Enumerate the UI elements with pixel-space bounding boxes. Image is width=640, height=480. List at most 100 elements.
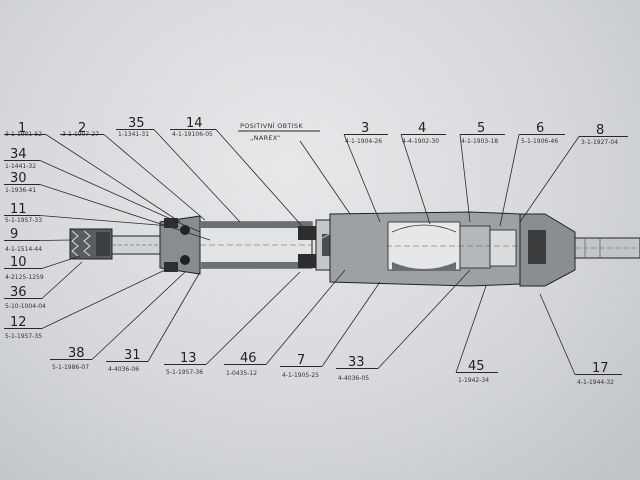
callout-number: 12 <box>10 315 27 330</box>
callout-34: 341-1441-32 <box>4 147 201 233</box>
callout-number: 4 <box>418 121 426 136</box>
callout-leader <box>321 281 381 367</box>
callout-part-code: 5-1-1957-33 <box>5 217 42 224</box>
callout-part-code: 5-1-1957-35 <box>5 333 42 340</box>
callout-part-code: 1-1441-32 <box>5 163 36 170</box>
callout-leader <box>39 160 201 233</box>
callout-leader <box>499 134 520 227</box>
callout-4: 4 4-4-1902-30 <box>400 121 446 225</box>
callout-number: 35 <box>128 116 145 131</box>
callout-leader <box>39 184 211 241</box>
callout-number: 33 <box>348 355 365 370</box>
callout-number: 36 <box>10 285 27 300</box>
callout-leader <box>215 129 303 227</box>
callout-number: 5 <box>477 121 485 136</box>
callout-part-code: 4-1-1944-32 <box>577 379 614 386</box>
callout-leader <box>153 129 241 223</box>
callout-number: 1 <box>18 121 26 136</box>
callout-leader <box>265 269 346 365</box>
callout-number: 14 <box>186 116 203 131</box>
callout-part-code: 1-1936-41 <box>5 187 36 194</box>
rear-housing <box>519 213 640 287</box>
callout-number: 38 <box>68 346 85 361</box>
callout-number: 8 <box>596 123 604 138</box>
callout-leader <box>459 134 471 223</box>
callout-33: 33 4-4036-05 <box>336 269 471 382</box>
callout-number: 11 <box>10 202 27 217</box>
callout-part-code: 1-1942-34 <box>458 377 489 384</box>
callout-14: 144-1-19106-05 <box>170 116 303 227</box>
callout-9: 9 4-1-1514-44 <box>4 227 73 253</box>
callout-number: 34 <box>10 147 27 162</box>
callout-part-code: 4-1-1903-18 <box>461 138 498 145</box>
callout-number: 17 <box>592 361 609 376</box>
logo-caption: POSITIVNÍ OBTISK „NAREX“ <box>238 121 351 215</box>
callout-part-code: 4-4-1902-30 <box>402 138 439 145</box>
callout-2: 23-1-1907-27 <box>60 121 206 221</box>
callout-part-code: 1-1341-31 <box>118 131 149 138</box>
callout-part-code: 3-1-1927-04 <box>581 139 618 146</box>
callout-number: 46 <box>240 351 257 366</box>
callout-8: 83-1-1927-04 <box>519 123 628 223</box>
collet-chuck <box>69 228 161 260</box>
callout-part-code: 5-10-1004-04 <box>5 303 46 310</box>
callout-part-code: 5-1-1986-07 <box>52 364 89 371</box>
callout-number: 3 <box>361 121 369 136</box>
callout-leader <box>91 271 186 360</box>
callout-31: 314-4036-06 <box>106 271 201 373</box>
callout-part-code: 3-1-1907-27 <box>62 131 99 138</box>
callout-leader <box>343 134 381 223</box>
callout-number: 10 <box>10 255 27 270</box>
callout-46: 46 1-0435-12 <box>224 269 346 377</box>
callout-number: 31 <box>124 348 141 363</box>
callout-number: 30 <box>10 171 27 186</box>
callout-leader <box>455 285 487 373</box>
callout-number: 2 <box>78 121 86 136</box>
callout-leader <box>205 271 301 365</box>
callout-part-code: 5-1-1906-46 <box>521 138 558 145</box>
callout-5: 5 4-1-1903-18 <box>459 121 505 223</box>
callout-leader <box>39 215 171 227</box>
callout-number: 45 <box>468 359 485 374</box>
callout-number: 7 <box>297 353 305 368</box>
callout-leader <box>45 134 181 223</box>
callout-part-code: 4-1-1905-25 <box>282 372 319 379</box>
callout-part-code: 4-2125-1259 <box>5 274 44 281</box>
callout-10: 10 4-2125-1259 <box>4 255 81 281</box>
callout-number: 6 <box>536 121 544 136</box>
callout-part-code: 5-1-1957-36 <box>166 369 203 376</box>
callout-35: 351-1341-31 <box>116 116 241 223</box>
callout-7: 7 4-1-1905-25 <box>280 281 381 379</box>
callout-number: 13 <box>180 351 197 366</box>
callout-leader <box>103 134 206 221</box>
callout-part-code: 4-1-1514-44 <box>5 246 42 253</box>
callout-leader <box>41 261 83 299</box>
callout-part-code: 1-0435-12 <box>226 370 257 377</box>
callout-13: 13 5-1-1957-36 <box>164 271 301 376</box>
spindle-tube <box>199 221 313 269</box>
callout-leader <box>41 255 81 269</box>
motor-body <box>329 211 521 287</box>
callout-leader <box>519 136 580 223</box>
callout-6: 6 5-1-1906-46 <box>499 121 565 227</box>
callout-45: 45 1-1942-34 <box>455 285 498 384</box>
callout-17: 17 4-1-1944-32 <box>539 293 622 386</box>
front-housing <box>159 215 201 275</box>
caption-leader <box>299 140 351 215</box>
callout-part-code: 4-1-1904-26 <box>345 138 382 145</box>
callout-leader <box>377 269 471 369</box>
callout-12: 12 5-1-1957-35 <box>4 269 166 340</box>
callout-part-code: 4-4036-05 <box>338 375 369 382</box>
tool-assembly <box>69 211 640 287</box>
callout-11: 115-1-1957-33 <box>4 202 171 227</box>
callout-part-code: 3-1-1901-52 <box>5 131 42 138</box>
callout-leader <box>400 134 431 225</box>
callout-number: 9 <box>10 227 18 242</box>
caption-line-2: „NAREX“ <box>250 134 281 142</box>
callout-3: 3 4-1-1904-26 <box>343 121 388 223</box>
callout-1: 13-1-1901-52 <box>4 121 181 223</box>
callout-leader <box>539 293 576 375</box>
callout-part-code: 4-1-19106-05 <box>172 131 213 138</box>
